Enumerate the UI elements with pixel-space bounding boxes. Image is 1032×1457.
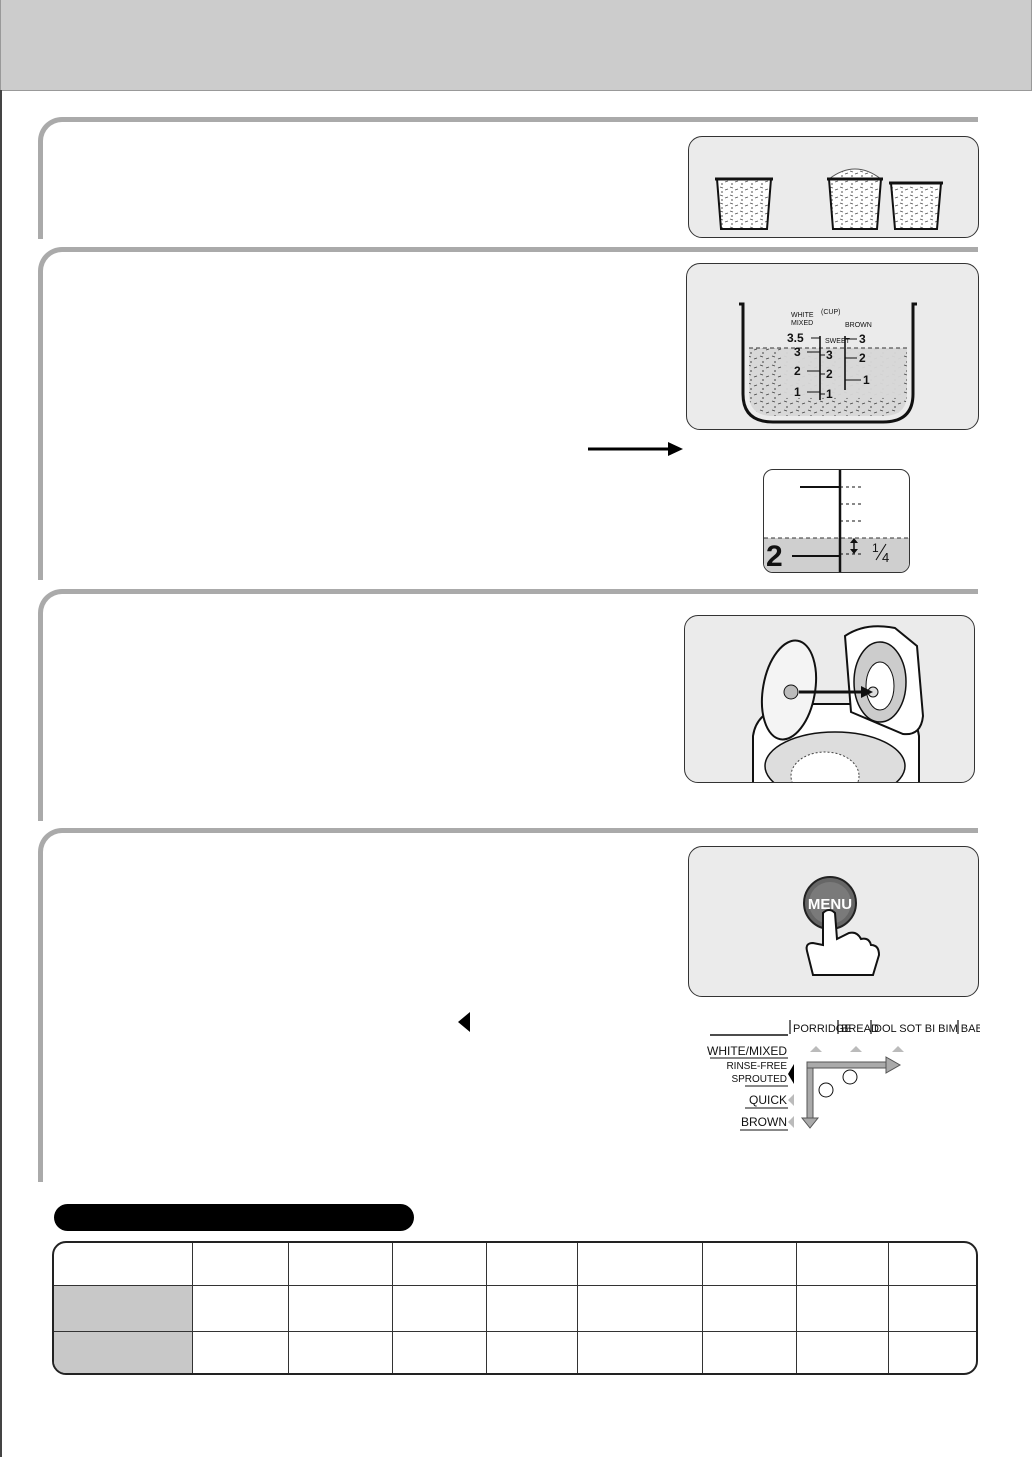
table-cell: [576, 1243, 703, 1286]
svg-text:3: 3: [826, 348, 833, 362]
header-band: [0, 0, 1032, 91]
menu-top-item-dol-sot: DOL SOT BI BIM BAB: [874, 1023, 980, 1035]
table-cell: [391, 1243, 487, 1286]
table-cell: [287, 1284, 393, 1332]
menu-top-item-porridge: PORRIDGE: [793, 1023, 852, 1035]
selector-triangle-icon: [458, 1012, 470, 1032]
table-cell: [191, 1330, 289, 1373]
inner-pot-water-scale-illustration: WHITE MIXED (CUP) SWEET BROWN 3.5 3 2 1 …: [686, 263, 979, 430]
table-cell: [191, 1243, 289, 1286]
table-cell: [191, 1284, 289, 1332]
table-cell: [887, 1330, 976, 1373]
svg-text:1: 1: [863, 373, 870, 387]
page-left-rule: [0, 90, 2, 1457]
step-3-frame: [38, 589, 978, 821]
svg-text:4: 4: [882, 550, 889, 565]
table-row-header: [54, 1330, 193, 1373]
svg-text:1: 1: [826, 387, 833, 401]
menu-top-item-bread: BREAD: [841, 1023, 879, 1035]
rice-cups-illustration: [688, 136, 979, 238]
svg-text:BROWN: BROWN: [845, 322, 872, 329]
table-cell: [54, 1243, 193, 1286]
table-cell: [287, 1330, 393, 1373]
svg-text:1: 1: [872, 541, 879, 555]
water-scale-detail: 2 1 4: [763, 469, 910, 573]
table-cell: [391, 1330, 487, 1373]
table-cell: [391, 1284, 487, 1332]
table-cell: [795, 1243, 889, 1286]
menu-selection-chart: PORRIDGE BREAD DOL SOT BI BIM BAB WHITE/…: [690, 1012, 983, 1142]
table-cell: [287, 1243, 393, 1286]
menu-left-item-quick: QUICK: [749, 1093, 787, 1107]
table-heading-bar: [54, 1204, 414, 1231]
table-row: [54, 1243, 976, 1286]
table-cell: [576, 1330, 703, 1373]
table-cell: [485, 1330, 578, 1373]
step-4-frame: [38, 828, 978, 1182]
arrow-right-icon: [588, 442, 683, 456]
capacity-table: [52, 1241, 978, 1375]
table-cell: [701, 1243, 797, 1286]
svg-text:2: 2: [826, 367, 833, 381]
svg-text:WHITE: WHITE: [791, 312, 814, 319]
svg-text:2: 2: [766, 540, 783, 573]
menu-button-illustration: MENU: [688, 846, 979, 997]
menu-button-label: MENU: [808, 896, 852, 913]
svg-text:2: 2: [859, 351, 866, 365]
table-row: [54, 1284, 976, 1332]
svg-text:SWEET: SWEET: [825, 338, 851, 345]
table-row: [54, 1330, 976, 1373]
table-cell: [887, 1284, 976, 1332]
table-cell: [795, 1284, 889, 1332]
svg-text:MIXED: MIXED: [791, 320, 813, 327]
table-cell: [795, 1330, 889, 1373]
rice-cup-heaped-icon: [827, 168, 883, 230]
svg-text:1: 1: [794, 385, 801, 399]
svg-text:2: 2: [794, 364, 801, 378]
table-row-header: [54, 1284, 193, 1332]
rice-cup-level-icon: [715, 177, 773, 230]
svg-text:3.5: 3.5: [787, 331, 804, 345]
table-cell: [576, 1284, 703, 1332]
step-2-frame: [38, 247, 978, 580]
menu-left-item-white-mixed: WHITE/MIXED: [707, 1044, 787, 1058]
svg-text:3: 3: [859, 332, 866, 346]
svg-text:3: 3: [794, 345, 801, 359]
svg-text:(CUP): (CUP): [821, 309, 840, 316]
table-cell: [701, 1330, 797, 1373]
table-cell: [485, 1243, 578, 1286]
menu-left-item-sprouted: SPROUTED: [731, 1074, 787, 1085]
menu-left-item-rinse-free: RINSE-FREE: [726, 1061, 787, 1072]
inner-lid-attach-illustration: [684, 615, 975, 783]
table-cell: [887, 1243, 976, 1286]
table-cell: [701, 1284, 797, 1332]
step-1-frame: [38, 117, 978, 239]
menu-left-item-brown: BROWN: [741, 1115, 787, 1129]
rice-cup-pressed-icon: [889, 181, 943, 230]
table-cell: [485, 1284, 578, 1332]
